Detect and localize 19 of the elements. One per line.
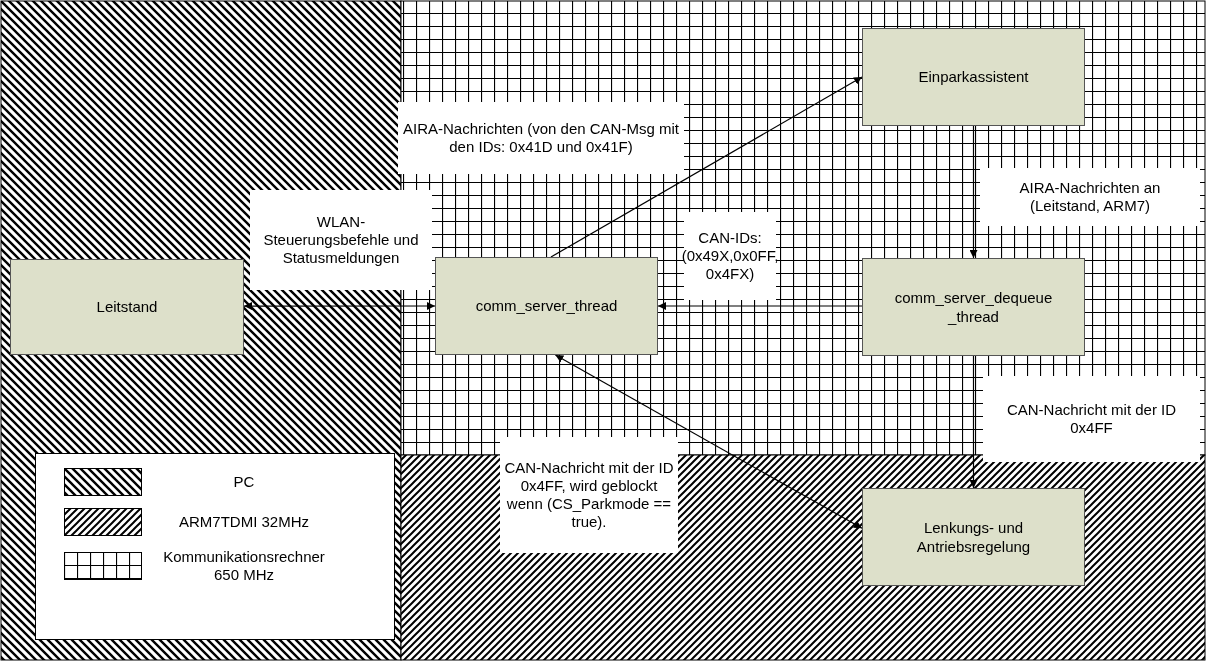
arrow xyxy=(243,302,436,311)
process-box: Lenkungs- und Antriebsregelung xyxy=(862,488,1085,586)
edge-label: CAN-Nachricht mit der ID 0x4FF, wird geblockt wenn (CS_Parkmode == true). xyxy=(500,437,678,553)
process-box: comm_server_thread xyxy=(435,257,658,355)
edge-label: CAN-Nachricht mit der ID 0x4FF xyxy=(983,376,1200,462)
process-box: Leitstand xyxy=(10,259,244,355)
edge-label: AIRA-Nachrichten an (Leitstand, ARM7) xyxy=(980,168,1200,226)
process-box: Einparkassistent xyxy=(862,28,1085,126)
legend-text: PC xyxy=(232,473,256,491)
arrow xyxy=(657,302,863,310)
legend-text: ARM7TDMI 32MHz xyxy=(178,513,310,531)
edge-label: AIRA-Nachrichten (von den CAN-Msg mit den IDs: 0x41D und 0x41F) xyxy=(398,102,684,174)
edge-label: CAN-IDs: (0x49X,0x0FF, 0x4FX) xyxy=(684,212,776,300)
arrow xyxy=(554,354,863,529)
legend-text: Kommunikationsrechner 650 MHz xyxy=(162,548,326,584)
process-box: comm_server_dequeue _thread xyxy=(862,258,1085,356)
edge-label: WLAN- Steuerungsbefehle und Statusmeldungen xyxy=(250,190,432,290)
arrow xyxy=(969,125,978,259)
arrow xyxy=(969,355,978,489)
